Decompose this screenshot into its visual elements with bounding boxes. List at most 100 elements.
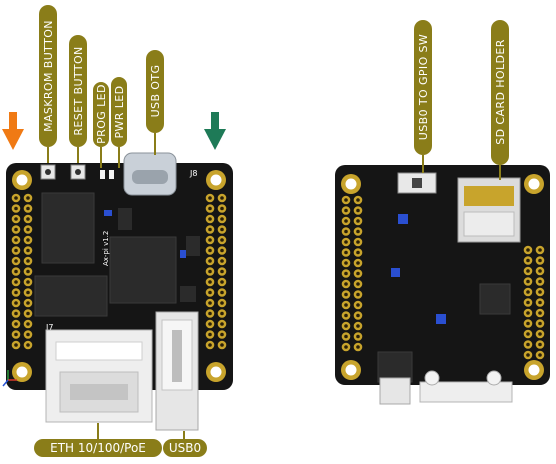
front-left-pin-hole xyxy=(26,343,30,347)
front-right-pin-hole xyxy=(208,322,212,326)
front-board: J8 J7 Ax-pi v1.2 xyxy=(6,152,233,431)
gpio-header-pins xyxy=(11,193,227,350)
front-left-pin-hole xyxy=(26,322,30,326)
back-right-pin-hole xyxy=(526,353,530,357)
back-right-pin-hole xyxy=(538,353,542,357)
small-chip-3 xyxy=(186,236,200,256)
front-left-pin-hole xyxy=(26,259,30,263)
back-left-pin-hole xyxy=(356,282,360,286)
back-left-pin-hole xyxy=(344,261,348,265)
callout-reset: RESET BUTTON xyxy=(69,35,87,163)
front-left-pin-hole xyxy=(26,248,30,253)
back-left-pin-hole xyxy=(356,334,360,339)
front-right-pin-hole xyxy=(208,248,212,253)
pwr-led xyxy=(109,170,114,179)
orientation-arrow-left xyxy=(2,112,24,150)
front-right-pin-hole xyxy=(208,290,212,295)
svg-text:PROG LED: PROG LED xyxy=(95,84,108,144)
front-left-pin-hole xyxy=(26,217,30,221)
svg-text:MASKROM BUTTON: MASKROM BUTTON xyxy=(42,20,55,132)
front-left-pin-hole xyxy=(14,217,18,221)
back-right-pin-hole xyxy=(538,300,542,305)
front-right-pin-hole xyxy=(220,217,224,221)
front-right-pin-hole xyxy=(208,259,212,263)
back-right-pin-hole xyxy=(526,342,530,347)
eth-label: ETH 10/100/PoE xyxy=(34,423,162,457)
small-chip-2 xyxy=(180,286,196,302)
back-left-pin-hole xyxy=(344,250,348,255)
back-left-pin-hole xyxy=(356,229,360,234)
back-left-pin-hole xyxy=(344,240,348,244)
back-right-pin-hole xyxy=(526,248,530,252)
back-left-pin-hole xyxy=(356,271,360,276)
back-left-pin-hole xyxy=(344,198,348,202)
back-right-pin-hole xyxy=(538,258,542,263)
front-right-pin-hole xyxy=(208,227,212,232)
back-right-pin-hole xyxy=(538,342,542,347)
front-callouts: MASKROM BUTTON RESET BUTTON PROG LED PWR… xyxy=(39,5,164,168)
back-right-pin-hole xyxy=(526,279,530,284)
front-right-pin-hole xyxy=(208,196,212,200)
back-left-pin-hole xyxy=(344,345,348,349)
front-left-pin-hole xyxy=(14,248,18,253)
front-left-pin-hole xyxy=(26,227,30,232)
back-blue-part-1 xyxy=(398,214,408,224)
svg-text:RESET BUTTON: RESET BUTTON xyxy=(72,46,85,135)
back-right-pin-hole xyxy=(538,269,542,273)
back-left-pin-hole xyxy=(344,208,348,213)
flash-chip xyxy=(41,192,95,264)
front-right-pin-hole xyxy=(208,301,212,305)
back-right-pin-hole xyxy=(538,290,542,294)
front-right-pin-hole xyxy=(220,332,224,337)
back-right-pin-hole xyxy=(526,290,530,294)
back-left-pin-hole xyxy=(356,345,360,349)
front-left-pin-hole xyxy=(26,238,30,242)
back-left-pin-hole xyxy=(356,250,360,255)
front-left-pin-hole xyxy=(26,196,30,200)
back-left-pin-hole xyxy=(344,282,348,286)
svg-text:PWR LED: PWR LED xyxy=(113,86,126,139)
back-chip-1 xyxy=(479,283,511,315)
svg-text:USB0 TO GPIO SW: USB0 TO GPIO SW xyxy=(417,34,430,140)
front-right-pin-hole xyxy=(220,280,224,284)
front-right-pin-hole xyxy=(220,206,224,211)
front-left-pin-hole xyxy=(26,332,30,337)
back-left-pin-hole xyxy=(356,292,360,297)
front-left-pin-hole xyxy=(14,280,18,284)
blue-component-2 xyxy=(180,250,186,258)
svg-text:ETH 10/100/PoE: ETH 10/100/PoE xyxy=(50,441,146,455)
front-left-pin-hole xyxy=(26,206,30,211)
back-left-pin-hole xyxy=(356,219,360,223)
svg-text:SD CARD HOLDER: SD CARD HOLDER xyxy=(494,39,507,145)
silk-board-name: Ax-pi v1.2 xyxy=(102,231,110,266)
back-left-pin-hole xyxy=(344,219,348,223)
back-right-pin-hole xyxy=(538,311,542,315)
sd-card-holder xyxy=(457,177,521,243)
back-chip-2 xyxy=(377,351,413,383)
back-left-pin-hole xyxy=(356,313,360,318)
back-left-pin-hole xyxy=(356,198,360,202)
front-left-pin-hole xyxy=(14,290,18,295)
back-right-pin-hole xyxy=(526,258,530,263)
front-right-pin-hole xyxy=(220,322,224,326)
front-right-pin-hole xyxy=(208,217,212,221)
back-callouts: USB0 TO GPIO SW SD CARD HOLDER xyxy=(414,20,509,180)
orientation-arrow-right xyxy=(204,112,226,150)
usb0-port xyxy=(155,311,199,431)
blue-component xyxy=(104,210,112,216)
back-left-pin-hole xyxy=(344,303,348,307)
front-right-pin-hole xyxy=(208,269,212,274)
back-left-pin-hole xyxy=(356,261,360,265)
back-left-pin-hole xyxy=(344,324,348,328)
front-right-pin-hole xyxy=(220,343,224,347)
back-left-pin-hole xyxy=(356,303,360,307)
front-left-pin-hole xyxy=(14,196,18,200)
front-left-pin-hole xyxy=(26,290,30,295)
front-left-pin-hole xyxy=(14,343,18,347)
front-right-pin-hole xyxy=(220,227,224,232)
callout-maskrom: MASKROM BUTTON xyxy=(39,5,57,163)
front-right-pin-hole xyxy=(220,238,224,242)
callout-usb-otg: USB OTG xyxy=(146,50,164,155)
front-left-pin-hole xyxy=(14,332,18,337)
callout-sd-holder: SD CARD HOLDER xyxy=(491,20,509,180)
